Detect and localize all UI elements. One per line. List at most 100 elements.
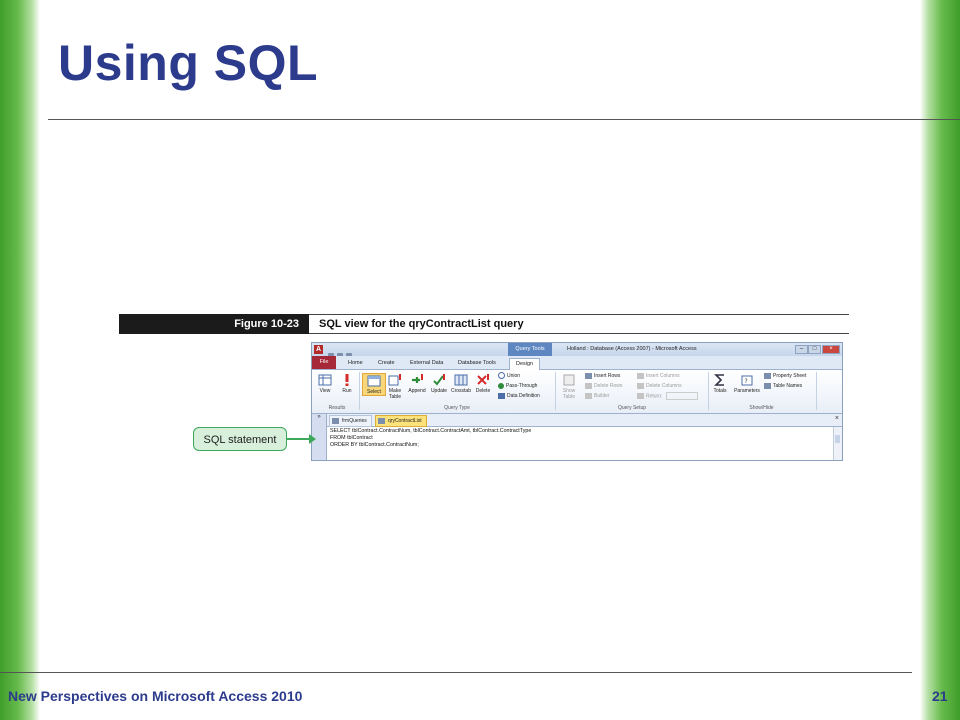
append-button[interactable]: Append (406, 373, 428, 394)
group-show-hide-label: Show/Hide (749, 405, 774, 411)
delete-x-icon (477, 374, 489, 385)
ribbon-separator (708, 372, 709, 410)
union-button[interactable]: Union (498, 372, 520, 380)
insert-columns-button[interactable]: Insert Columns (637, 372, 680, 380)
window-titlebar: A Query Tools Holland : Database (Access… (312, 343, 842, 359)
sql-editor[interactable]: SELECT tblContract.ContractNum, tblContr… (327, 427, 842, 460)
property-sheet-button[interactable]: Property Sheet (764, 372, 806, 380)
return-dropdown[interactable]: Return: (637, 392, 699, 400)
tab-design[interactable]: Design (509, 358, 541, 370)
insert-columns-label: Insert Columns (646, 373, 680, 379)
return-value-box[interactable] (666, 392, 699, 400)
view-button[interactable]: View (314, 373, 336, 394)
maximize-button[interactable]: □ (808, 345, 821, 354)
insert-rows-label: Insert Rows (594, 373, 621, 379)
doc-tab-label: qryContractList (388, 418, 422, 424)
window-title: Holland : Database (Access 2007) - Micro… (567, 346, 697, 352)
delete-rows-icon (585, 382, 592, 389)
data-definition-icon (498, 392, 505, 399)
doc-tab-label: frmQueries (342, 418, 367, 424)
datasheet-view-icon (318, 374, 332, 386)
select-query-icon (367, 375, 381, 387)
navigation-pane-toggle[interactable]: » (312, 414, 327, 460)
property-sheet-icon (764, 372, 771, 379)
callout-arrowhead (309, 434, 316, 444)
data-definition-label: Data Definition (507, 393, 540, 399)
title-divider (48, 119, 960, 120)
tab-file[interactable]: File (312, 356, 336, 369)
builder-label: Builder (594, 393, 610, 399)
select-label: Select (367, 389, 381, 395)
insert-rows-icon (585, 372, 592, 379)
delete-rows-button[interactable]: Delete Rows (585, 382, 622, 390)
run-label: Run (342, 388, 352, 394)
figure-caption: SQL view for the qryContractList query (319, 318, 524, 330)
show-table-label: Show Table (562, 388, 576, 400)
delete-rows-label: Delete Rows (594, 383, 623, 389)
show-table-button[interactable]: Show Table (558, 373, 580, 400)
sql-line-from: FROM tblContract (330, 435, 373, 441)
figure-rule-bottom (309, 333, 849, 334)
group-query-setup-label: Query Setup (617, 405, 647, 411)
page-number: 21 (932, 688, 948, 704)
select-query-button[interactable]: Select (362, 373, 386, 396)
builder-button[interactable]: Builder (585, 392, 610, 400)
sql-line-select: SELECT tblContract.ContractNum, tblContr… (330, 428, 532, 434)
pass-through-button[interactable]: Pass-Through (498, 382, 537, 390)
query-icon (378, 418, 385, 424)
close-button[interactable]: × (822, 345, 840, 354)
ribbon: View Run Results Select Make Table Appen… (312, 370, 842, 414)
figure-label: Figure 10-23 (119, 314, 309, 334)
tab-create[interactable]: Create (378, 360, 395, 366)
table-names-button[interactable]: Table Names (764, 382, 802, 390)
table-names-icon (764, 382, 771, 389)
scrollbar-thumb[interactable] (835, 435, 840, 443)
parameters-button[interactable]: ? Parameters (733, 373, 761, 394)
update-button[interactable]: Update (428, 373, 450, 394)
document-tabs: frmQueries qryContractList × (327, 414, 842, 427)
figure-rule-top (309, 314, 849, 315)
sigma-icon (714, 374, 724, 386)
tab-database-tools[interactable]: Database Tools (458, 360, 496, 366)
property-sheet-label: Property Sheet (773, 373, 807, 379)
table-names-label: Table Names (773, 383, 803, 389)
totals-label: Totals (713, 388, 727, 394)
tab-external-data[interactable]: External Data (410, 360, 444, 366)
delete-columns-icon (637, 382, 644, 389)
document-close-icon[interactable]: × (834, 415, 839, 422)
make-table-label: Make Table (388, 388, 402, 400)
crosstab-label: Crosstab (450, 388, 471, 394)
parameters-icon: ? (741, 375, 753, 386)
run-button[interactable]: Run (336, 373, 358, 394)
update-label: Update (430, 388, 448, 394)
slide-title: Using SQL (58, 35, 319, 91)
vertical-scrollbar[interactable] (833, 427, 842, 460)
group-results-label: Results (328, 405, 346, 411)
access-window: A Query Tools Holland : Database (Access… (311, 342, 843, 461)
delete-query-button[interactable]: Delete (472, 373, 494, 394)
callout-arrow-line (287, 438, 313, 440)
insert-rows-button[interactable]: Insert Rows (585, 372, 620, 380)
make-table-button[interactable]: Make Table (384, 373, 406, 400)
make-table-icon (388, 374, 401, 386)
union-label: Union (507, 373, 521, 379)
delete-columns-label: Delete Columns (646, 383, 682, 389)
view-label: View (319, 388, 331, 394)
delete-columns-button[interactable]: Delete Columns (637, 382, 682, 390)
totals-button[interactable]: Totals (709, 373, 731, 394)
footer-divider (0, 672, 912, 673)
parameters-label: Parameters (734, 388, 760, 394)
doc-tab-qrycontractlist[interactable]: qryContractList (375, 415, 427, 427)
footer-text: New Perspectives on Microsoft Access 201… (8, 688, 303, 704)
access-app-icon[interactable]: A (314, 345, 323, 354)
insert-columns-icon (637, 372, 644, 379)
ribbon-separator (555, 372, 556, 410)
svg-text:?: ? (745, 378, 748, 385)
tab-home[interactable]: Home (348, 360, 363, 366)
minimize-button[interactable]: – (795, 345, 808, 354)
doc-tab-frmqueries[interactable]: frmQueries (329, 415, 372, 427)
sql-statement-callout: SQL statement (193, 427, 287, 451)
crosstab-button[interactable]: Crosstab (450, 373, 472, 394)
data-definition-button[interactable]: Data Definition (498, 392, 540, 400)
form-icon (332, 418, 339, 424)
